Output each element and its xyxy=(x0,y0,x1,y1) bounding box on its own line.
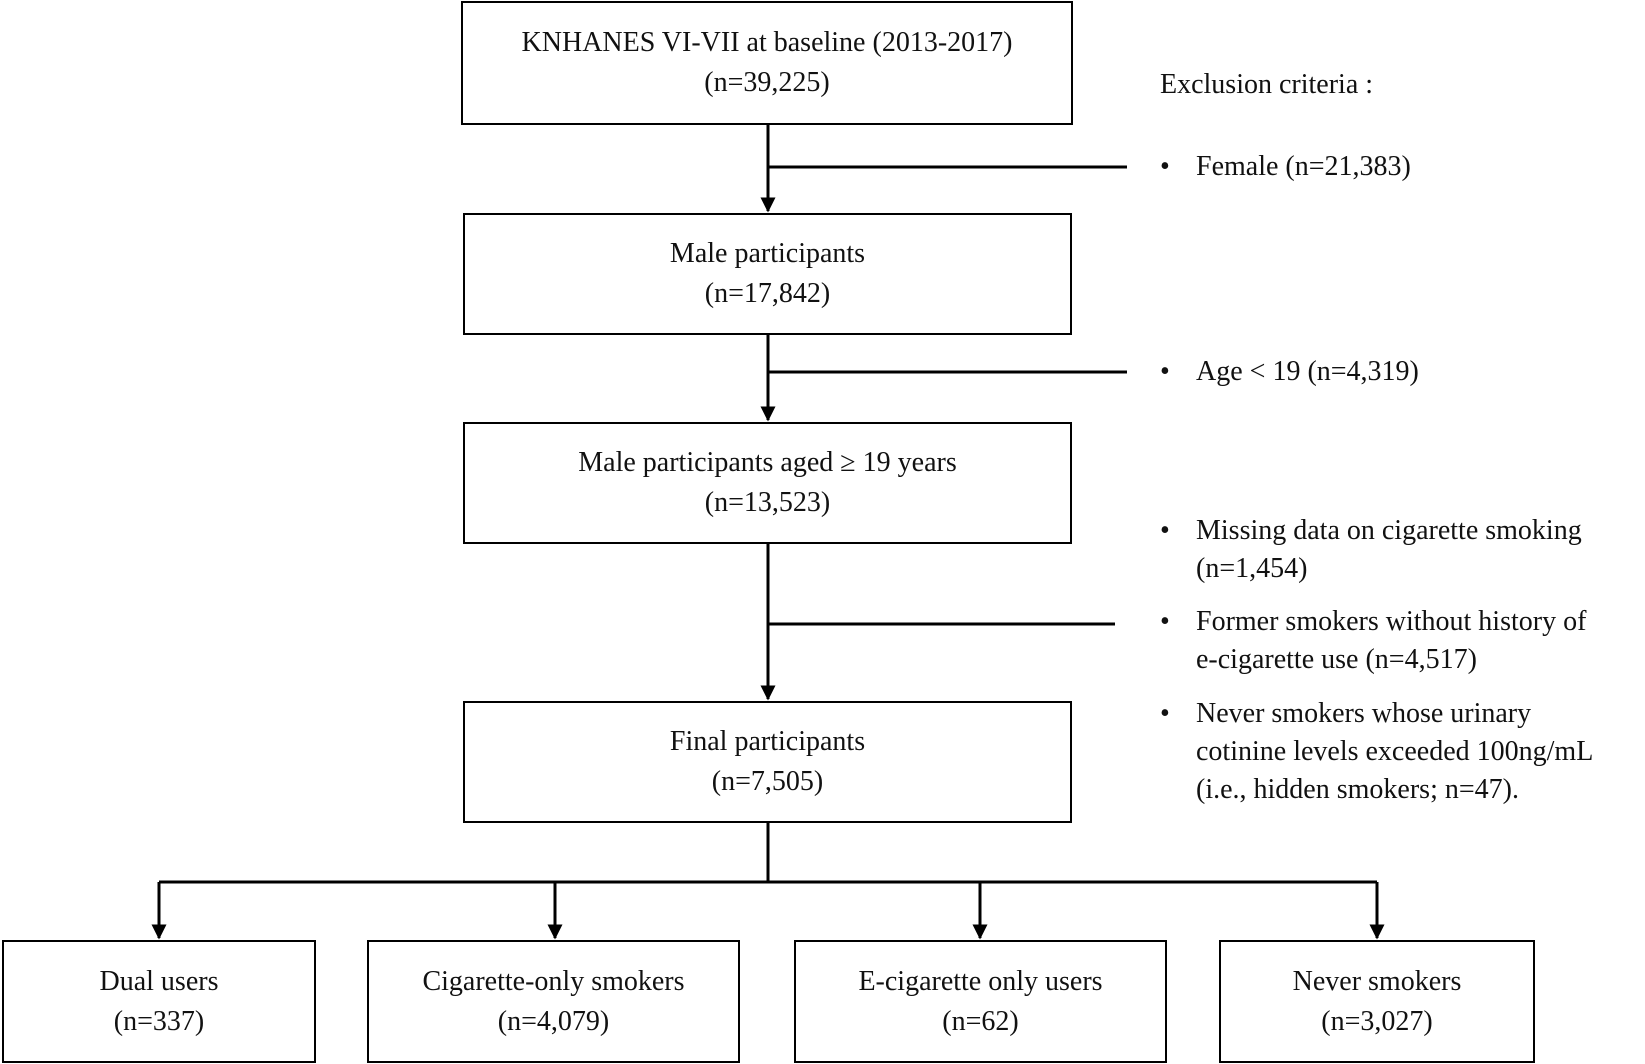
exclusion-item-age: • Age < 19 (n=4,319) xyxy=(1160,353,1419,391)
group-count: (n=4,079) xyxy=(497,1005,610,1037)
bullet-icon: • xyxy=(1160,356,1170,387)
exclusion-text: (n=1,454) xyxy=(1196,553,1308,584)
adult-male-participants-box: Male participants aged ≥ 19 years (n=13,… xyxy=(463,422,1072,544)
exclusion-item-female: • Female (n=21,383) xyxy=(1160,148,1411,186)
exclusion-text: Former smokers without history of xyxy=(1196,606,1587,637)
exclusion-text: Never smokers whose urinary xyxy=(1196,698,1532,729)
bullet-icon: • xyxy=(1160,698,1170,729)
exclusion-criteria-heading: Exclusion criteria : xyxy=(1160,69,1374,100)
bullet-icon: • xyxy=(1160,151,1170,182)
exclusion-item-missing-smoking: • Missing data on cigarette smoking (n=1… xyxy=(1160,512,1582,588)
bullet-icon: • xyxy=(1160,515,1170,546)
exclusion-item-former-smokers: • Former smokers without history of e-ci… xyxy=(1160,603,1586,679)
group-title: Dual users xyxy=(99,965,219,997)
final-participants-count: (n=7,505) xyxy=(711,766,824,797)
male-participants-count: (n=17,842) xyxy=(704,278,831,309)
exclusion-text: cotinine levels exceeded 100ng/mL xyxy=(1196,736,1594,767)
final-participants-title: Final participants xyxy=(669,726,866,757)
male-participants-title: Male participants xyxy=(669,238,866,269)
group-title: Cigarette-only smokers xyxy=(422,965,685,997)
never-smokers-box: Never smokers (n=3,027) xyxy=(1219,940,1535,1063)
dual-users-box: Dual users (n=337) xyxy=(2,940,316,1063)
exclusion-text: e-cigarette use (n=4,517) xyxy=(1196,644,1477,675)
final-participants-box: Final participants (n=7,505) xyxy=(463,701,1072,823)
baseline-box: KNHANES VI-VII at baseline (2013-2017) (… xyxy=(461,1,1073,125)
group-count: (n=337) xyxy=(113,1005,205,1037)
cigarette-only-smokers-box: Cigarette-only smokers (n=4,079) xyxy=(367,940,740,1063)
group-count: (n=3,027) xyxy=(1321,1005,1433,1037)
group-title: E-cigarette only users xyxy=(858,965,1103,997)
baseline-title: KNHANES VI-VII at baseline (2013-2017) xyxy=(521,27,1013,58)
exclusion-text: Missing data on cigarette smoking xyxy=(1196,515,1582,546)
exclusion-text: Female (n=21,383) xyxy=(1196,151,1411,182)
exclusion-text: Age < 19 (n=4,319) xyxy=(1196,356,1419,387)
adult-male-participants-title: Male participants aged ≥ 19 years xyxy=(578,447,957,478)
ecigarette-only-users-box: E-cigarette only users (n=62) xyxy=(794,940,1167,1063)
group-title: Never smokers xyxy=(1292,965,1462,997)
bullet-icon: • xyxy=(1160,606,1170,637)
male-participants-box: Male participants (n=17,842) xyxy=(463,213,1072,335)
baseline-count: (n=39,225) xyxy=(704,67,830,98)
exclusion-item-hidden-smokers: • Never smokers whose urinary cotinine l… xyxy=(1160,695,1593,809)
exclusion-text: (i.e., hidden smokers; n=47). xyxy=(1196,774,1519,805)
group-count: (n=62) xyxy=(942,1005,1019,1037)
adult-male-participants-count: (n=13,523) xyxy=(704,487,831,518)
